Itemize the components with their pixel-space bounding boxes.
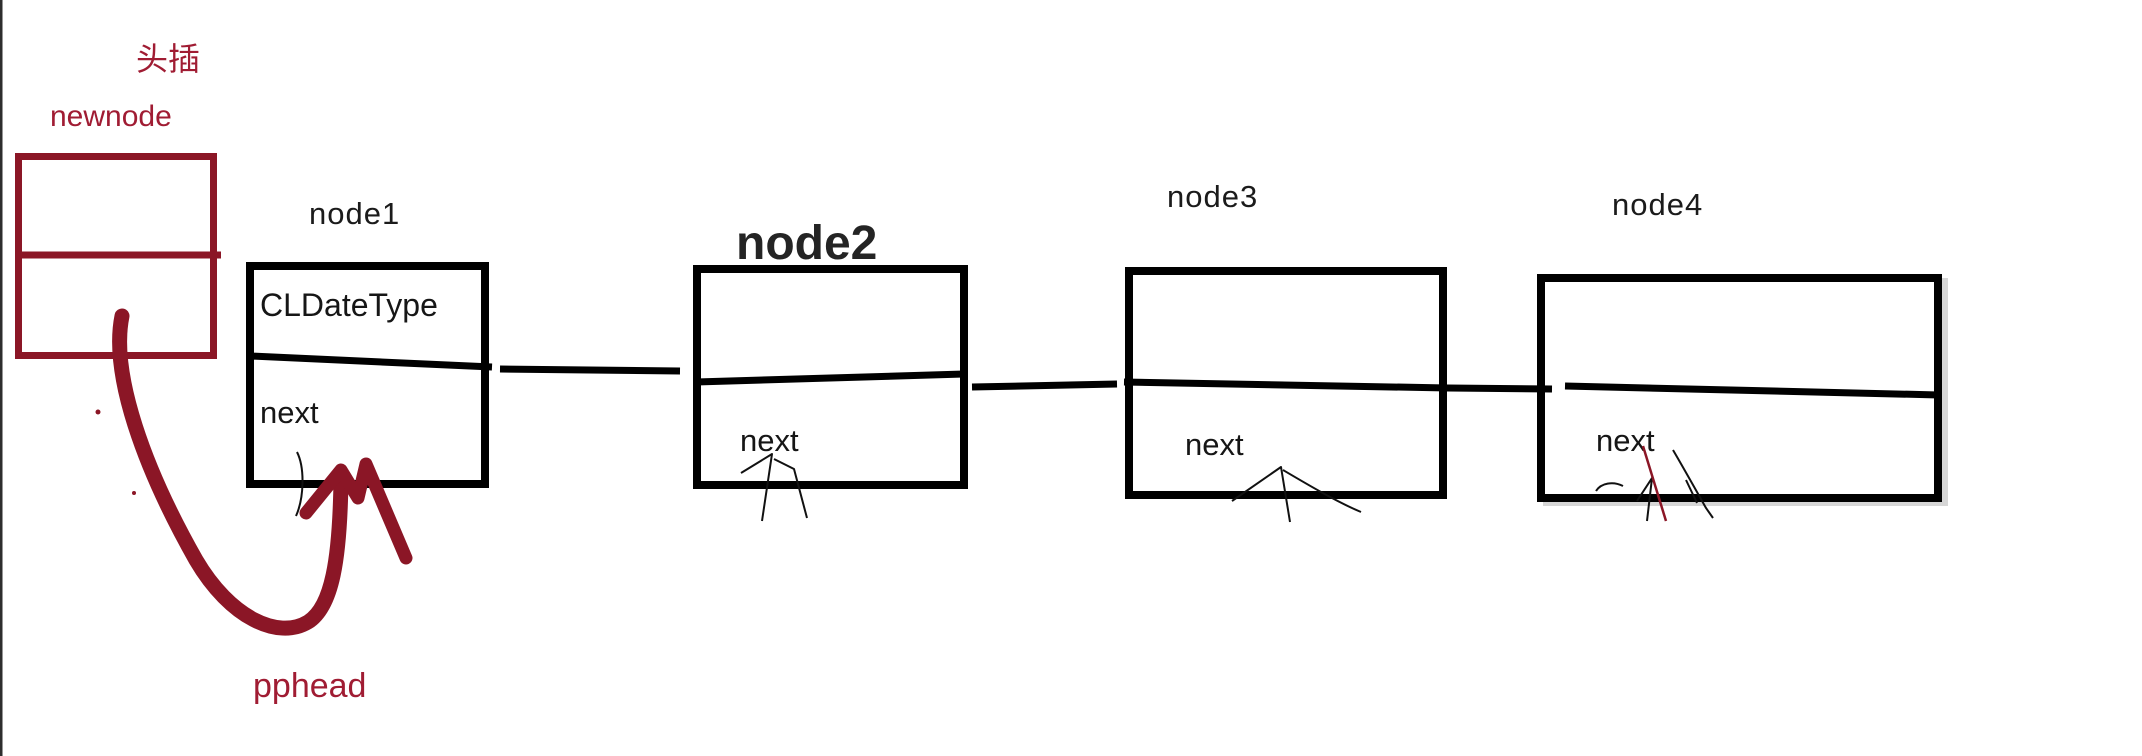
- head-insert-method-label: 头插: [136, 41, 201, 77]
- link-node1-node2-line: [499, 365, 681, 375]
- node1-next-field: next: [260, 395, 319, 430]
- node4-box: [1537, 274, 1942, 502]
- node3-box: [1125, 267, 1447, 499]
- node2-box: [693, 265, 968, 489]
- node2-title: node2: [736, 217, 878, 270]
- node1-data-field: CLDateType: [260, 287, 438, 323]
- red-speck-2: [132, 491, 136, 495]
- node4-title: node4: [1612, 187, 1704, 222]
- node3-next-field: next: [1185, 427, 1244, 462]
- node1-title: node1: [309, 196, 401, 231]
- link-node2-node3-line: [971, 380, 1118, 391]
- newnode-box: [15, 153, 217, 359]
- pphead-label: pphead: [253, 667, 367, 705]
- node3-title: node3: [1167, 179, 1259, 214]
- red-speck-1: [95, 409, 101, 415]
- node2-next-field: next: [740, 423, 799, 458]
- node4-next-field: next: [1596, 423, 1655, 458]
- newnode-label: newnode: [50, 100, 172, 133]
